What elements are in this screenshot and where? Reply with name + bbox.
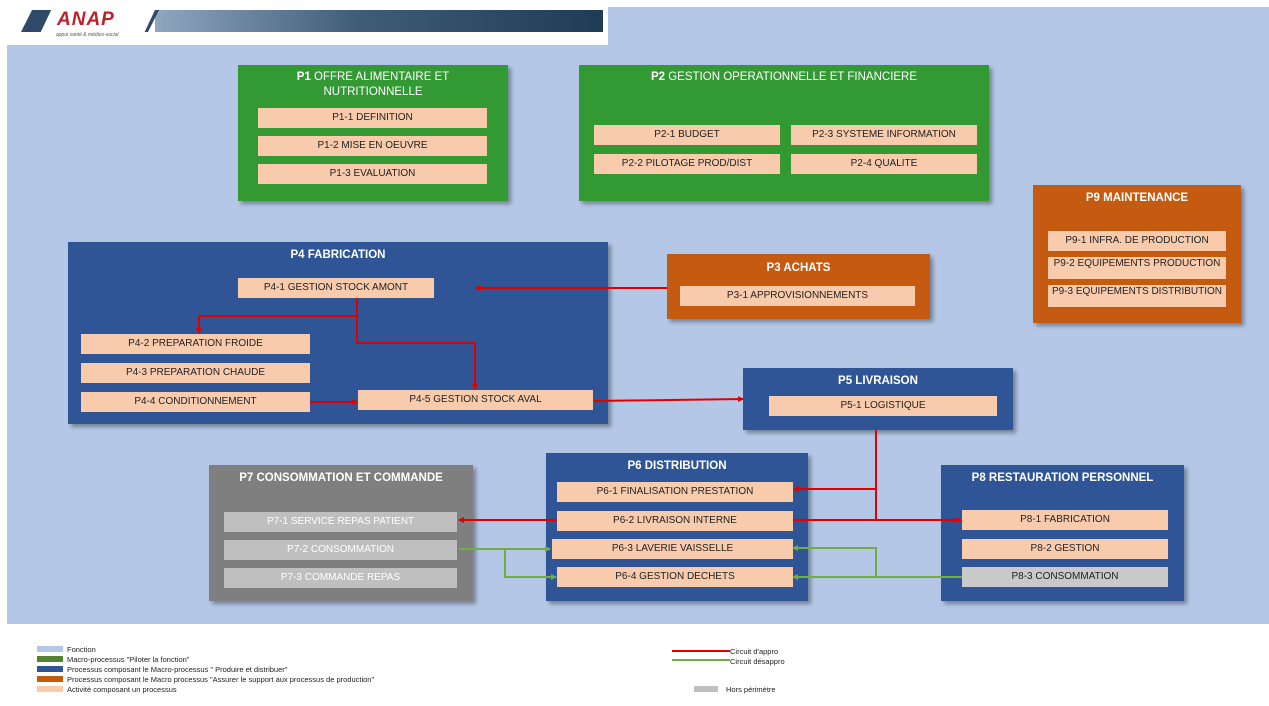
activity-p6-3: P6-3 LAVERIE VAISSELLE bbox=[552, 539, 793, 559]
activity-p6-4: P6-4 GESTION DECHETS bbox=[557, 567, 793, 587]
activity-p2-1: P2-1 BUDGET bbox=[594, 125, 780, 145]
activity-p9-3: P9-3 EQUIPEMENTS DISTRIBUTION bbox=[1048, 285, 1226, 307]
process-p1: P1 OFFRE ALIMENTAIRE ET NUTRITIONNELLE P… bbox=[238, 65, 508, 201]
activity-p9-1: P9-1 INFRA. DE PRODUCTION bbox=[1048, 231, 1226, 251]
process-p4-title: P4 FABRICATION bbox=[290, 249, 386, 261]
process-p2-title: P2 GESTION OPERATIONNELLE ET FINANCIERE bbox=[650, 71, 918, 83]
legend-hors: Hors périmètre bbox=[726, 685, 776, 694]
activity-p7-2: P7-2 CONSOMMATION bbox=[224, 540, 457, 560]
logo-plate bbox=[37, 10, 155, 40]
activity-p4-1: P4-1 GESTION STOCK AMONT bbox=[238, 278, 434, 298]
legend-fonction: Fonction bbox=[67, 645, 96, 654]
banner-stripe bbox=[155, 10, 603, 32]
activity-p3-1: P3-1 APPROVISIONNEMENTS bbox=[680, 286, 915, 306]
process-p8: P8 RESTAURATION PERSONNEL P8-1 FABRICATI… bbox=[941, 465, 1184, 601]
anap-logo: ANAP bbox=[57, 9, 115, 30]
legend-appro: Circuit d'appro bbox=[730, 647, 779, 656]
process-p5: P5 LIVRAISON P5-1 LOGISTIQUE bbox=[743, 368, 1013, 430]
logo-tagline: appui santé & médico-social bbox=[56, 32, 119, 38]
header-banner: ANAP appui santé & médico-social bbox=[7, 7, 608, 45]
legend-swatch-produire bbox=[37, 666, 63, 672]
process-p7: P7 CONSOMMATION ET COMMANDE P7-1 SERVICE… bbox=[209, 465, 473, 601]
activity-p7-1: P7-1 SERVICE REPAS PATIENT bbox=[224, 512, 457, 532]
process-p6: P6 DISTRIBUTION P6-1 FINALISATION PRESTA… bbox=[546, 453, 808, 601]
activity-p1-2: P1-2 MISE EN OEUVRE bbox=[258, 136, 487, 156]
activity-p6-1: P6-1 FINALISATION PRESTATION bbox=[557, 482, 793, 502]
legend-line-desappro bbox=[672, 659, 730, 661]
legend-line-appro bbox=[672, 650, 730, 652]
activity-p5-1: P5-1 LOGISTIQUE bbox=[769, 396, 997, 416]
legend-swatch-support bbox=[37, 676, 63, 682]
process-p8-title: P8 RESTAURATION PERSONNEL bbox=[971, 472, 1154, 484]
process-p4: P4 FABRICATION P4-1 GESTION STOCK AMONT … bbox=[68, 242, 608, 424]
activity-p4-2: P4-2 PREPARATION FROIDE bbox=[81, 334, 310, 354]
process-p1-title: P1 OFFRE ALIMENTAIRE ET NUTRITIONNELLE bbox=[296, 71, 450, 98]
legend-swatch-activite bbox=[37, 686, 63, 692]
activity-p4-5: P4-5 GESTION STOCK AVAL bbox=[358, 390, 593, 410]
legend-activite: Activité composant un processus bbox=[67, 685, 177, 694]
activity-p4-4: P4-4 CONDITIONNEMENT bbox=[81, 392, 310, 412]
activity-p1-1: P1-1 DEFINITION bbox=[258, 108, 487, 128]
process-p7-title: P7 CONSOMMATION ET COMMANDE bbox=[239, 472, 443, 484]
legend-swatch-piloter bbox=[37, 656, 63, 662]
legend-produire: Processus composant le Macro-processus "… bbox=[67, 665, 288, 674]
legend-support: Processus composant le Macro processus "… bbox=[67, 675, 375, 684]
activity-p8-1: P8-1 FABRICATION bbox=[962, 510, 1168, 530]
legend-desappro: Circuit désappro bbox=[730, 657, 785, 666]
activity-p2-4: P2-4 QUALITE bbox=[791, 154, 977, 174]
process-p2: P2 GESTION OPERATIONNELLE ET FINANCIERE … bbox=[579, 65, 989, 201]
process-p9: P9 MAINTENANCE P9-1 INFRA. DE PRODUCTION… bbox=[1033, 185, 1241, 323]
activity-p8-3: P8-3 CONSOMMATION bbox=[962, 567, 1168, 587]
process-p3: P3 ACHATS P3-1 APPROVISIONNEMENTS bbox=[667, 254, 930, 319]
legend-piloter: Macro-processus "Piloter la fonction" bbox=[67, 655, 190, 664]
process-p5-title: P5 LIVRAISON bbox=[838, 375, 918, 387]
activity-p1-3: P1-3 EVALUATION bbox=[258, 164, 487, 184]
activity-p7-3: P7-3 COMMANDE REPAS bbox=[224, 568, 457, 588]
activity-p6-2: P6-2 LIVRAISON INTERNE bbox=[557, 511, 793, 531]
activity-p8-2: P8-2 GESTION bbox=[962, 539, 1168, 559]
activity-p9-2: P9-2 EQUIPEMENTS PRODUCTION bbox=[1048, 257, 1226, 279]
process-p6-title: P6 DISTRIBUTION bbox=[627, 460, 727, 472]
activity-p2-2: P2-2 PILOTAGE PROD/DIST bbox=[594, 154, 780, 174]
process-p3-title: P3 ACHATS bbox=[766, 262, 831, 274]
process-p9-title: P9 MAINTENANCE bbox=[1085, 192, 1189, 204]
legend-swatch-hors bbox=[694, 686, 718, 692]
activity-p2-3: P2-3 SYSTEME INFORMATION bbox=[791, 125, 977, 145]
legend-swatch-fonction bbox=[37, 646, 63, 652]
activity-p4-3: P4-3 PREPARATION CHAUDE bbox=[81, 363, 310, 383]
